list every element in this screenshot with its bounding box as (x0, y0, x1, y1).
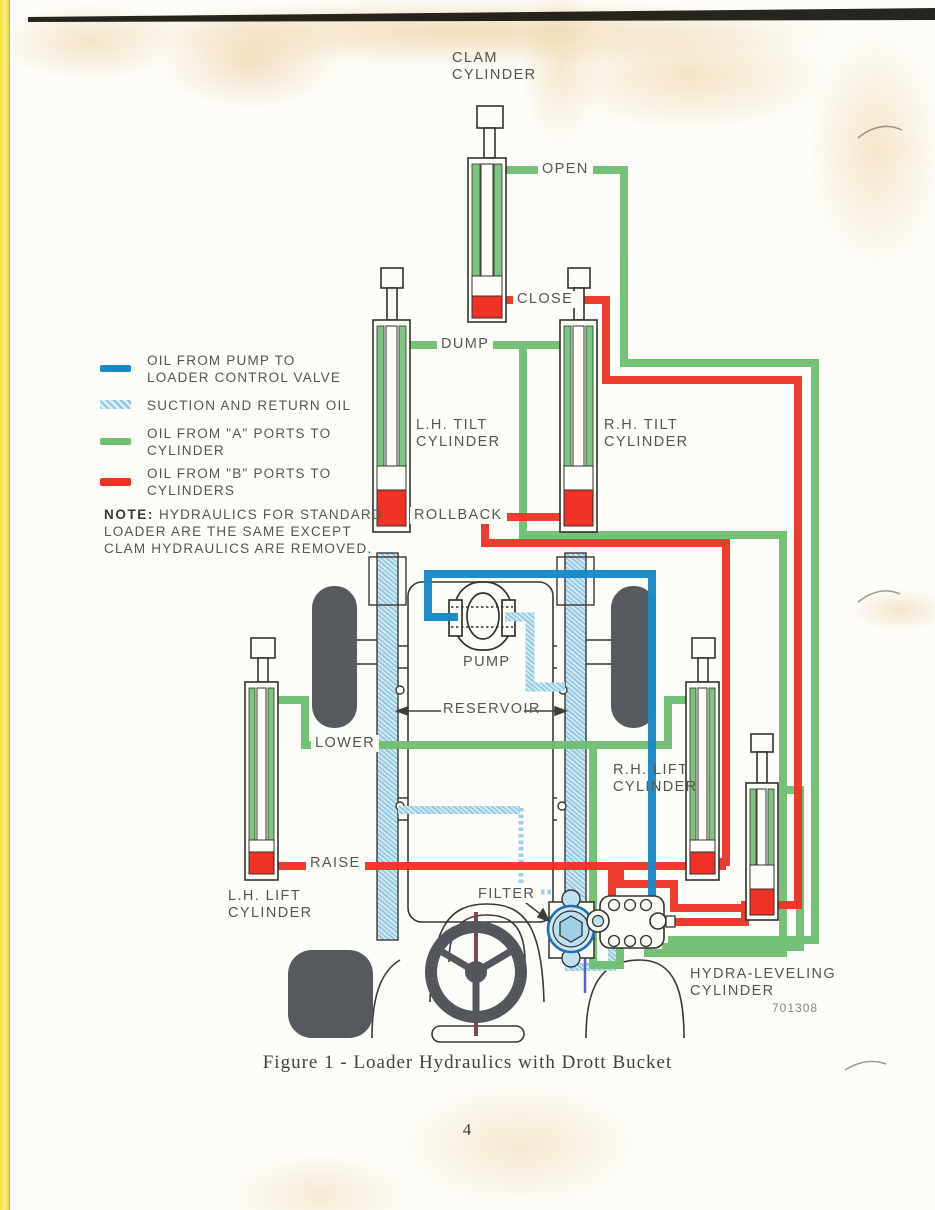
figure-caption: Figure 1 - Loader Hydraulics with Drott … (262, 1052, 673, 1073)
reservoir-label: RESERVOIR (443, 701, 541, 717)
page-edge-strip (0, 0, 10, 1210)
return-line-dotted (518, 808, 554, 895)
control-valve-graphic (586, 895, 676, 949)
steering-wheel (425, 912, 527, 1036)
lh-tilt-cylinder-label: L.H. TILT CYLINDER (416, 417, 501, 450)
legend-swatch-b-ports (100, 478, 131, 486)
legend-item-pump-oil: OIL FROM PUMP TO LOADER CONTROL VALVE (147, 353, 342, 385)
pump-label: PUMP (463, 654, 511, 670)
page-number: 4 (462, 1120, 473, 1139)
lh-tilt-cylinder-graphic (372, 267, 411, 533)
figure-code: 701308 (772, 1001, 819, 1015)
rear-left-wheel (288, 950, 373, 1038)
hydra-leveling-cylinder-graphic (745, 733, 779, 921)
legend-swatch-suction-return (100, 400, 131, 409)
rear-right-fender (585, 959, 685, 1039)
rear-left-fender (371, 959, 401, 1039)
note-label: NOTE: (104, 507, 154, 522)
lower-label: LOWER (311, 735, 380, 752)
front-left-wheel (312, 586, 357, 728)
lh-lift-cylinder-label: L.H. LIFT CYLINDER (228, 888, 313, 921)
a-port-lines (278, 166, 819, 969)
filter-label: FILTER (474, 886, 540, 903)
close-label: CLOSE (513, 291, 578, 308)
rh-lift-cylinder-label: R.H. LIFT CYLINDER (613, 762, 698, 795)
legend-item-suction-return: SUCTION AND RETURN OIL (147, 398, 352, 413)
clam-cylinder-graphic (467, 105, 507, 323)
legend-swatch-a-ports (100, 438, 131, 445)
rollback-label: ROLLBACK (410, 507, 507, 524)
scan-top-edge (28, 8, 935, 22)
filter-graphic (546, 889, 596, 968)
legend-item-b-ports: OIL FROM "B" PORTS TO CYLINDERS (147, 466, 332, 498)
hydra-leveling-cylinder-label: HYDRA-LEVELING CYLINDER (690, 966, 837, 999)
dump-label: DUMP (437, 336, 494, 353)
raise-label: RAISE (306, 855, 365, 872)
lh-lift-cylinder-graphic (244, 637, 279, 881)
note-text: NOTE: HYDRAULICS FOR STANDARD LOADER ARE… (104, 507, 383, 556)
legend-swatch-pump-oil (100, 365, 131, 372)
clam-cylinder-label: CLAM CYLINDER (452, 50, 537, 83)
legend-item-a-ports: OIL FROM "A" PORTS TO CYLINDER (147, 426, 332, 458)
open-label: OPEN (538, 161, 593, 178)
rh-tilt-cylinder-label: R.H. TILT CYLINDER (604, 417, 689, 450)
page-curl-marks (844, 125, 903, 1071)
rh-lift-cylinder-graphic (685, 637, 720, 881)
